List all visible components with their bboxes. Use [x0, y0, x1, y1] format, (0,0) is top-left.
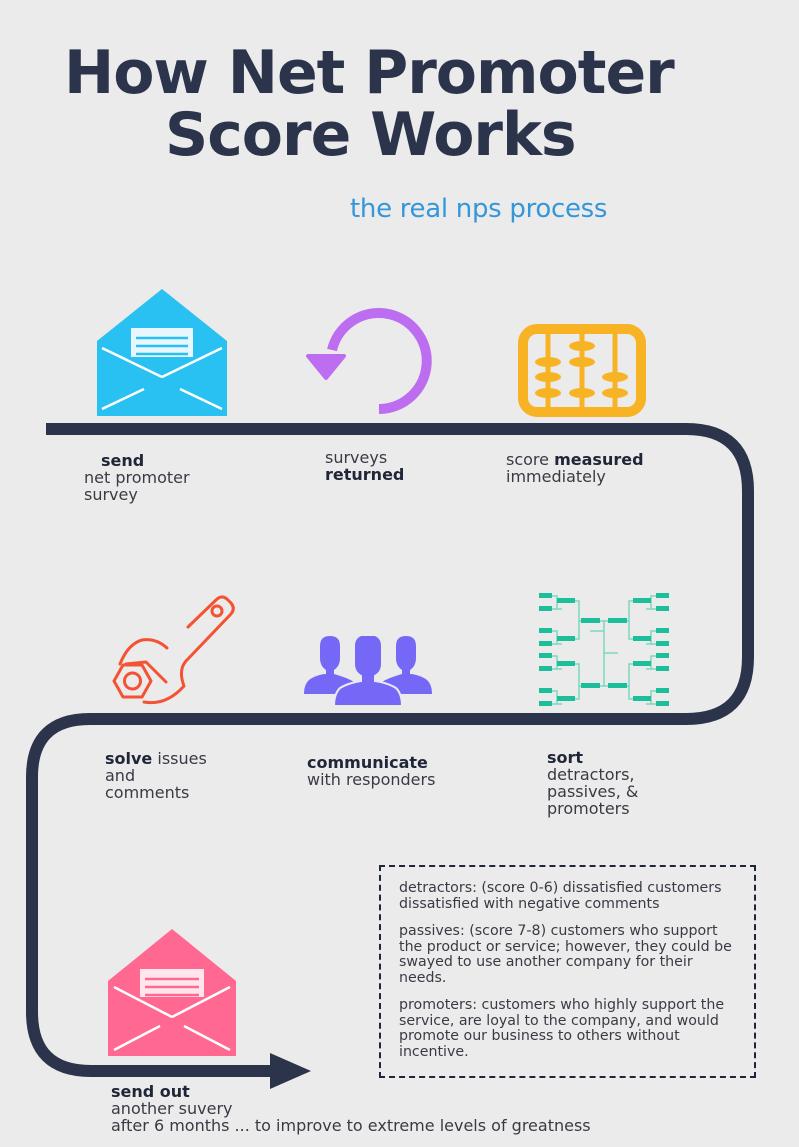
step-sort-text-2: passives, & — [547, 782, 639, 801]
wrench-nut-icon — [112, 595, 235, 705]
step-communicate-text: with responders — [307, 770, 436, 789]
legend-passives: passives: (score 7-8) customers who supp… — [399, 923, 732, 986]
page-subtitle: the real nps process — [350, 194, 608, 224]
step-send-out-bold: send out — [111, 1082, 190, 1101]
step-communicate-label: communicate with responders — [307, 754, 435, 788]
abacus-icon — [518, 324, 646, 417]
envelope-icon — [97, 289, 227, 416]
step-send-bold: send — [101, 451, 145, 470]
page-title-line1: How Net Promoter — [64, 38, 675, 108]
bracket-tree-icon — [539, 593, 669, 706]
step-sort — [538, 591, 670, 707]
step-send-out-text-1: another suvery — [111, 1099, 233, 1118]
page-title-line2: Score Works — [165, 100, 577, 170]
step-communicate-bold: communicate — [307, 753, 428, 772]
people-group-icon — [304, 636, 432, 706]
step-solve-label: solve issues and comments — [105, 750, 207, 801]
arrow-head-icon — [270, 1053, 311, 1089]
step-send-out — [108, 929, 236, 1056]
step-returned-label: surveys returned — [325, 449, 404, 483]
step-send-text-1: net promoter — [84, 468, 190, 487]
step-surveys-returned — [306, 298, 436, 418]
step-send-text-2: survey — [84, 485, 138, 504]
step-solve-text-1: and — [105, 766, 136, 785]
step-send-out-text-2: after 6 months ... to improve to extreme… — [111, 1116, 591, 1135]
step-solve-text: issues — [157, 749, 207, 768]
step-returned-bold: returned — [325, 465, 405, 484]
envelope-icon — [108, 929, 236, 1056]
step-measured-text-2: immediately — [506, 467, 606, 486]
step-solve-bold: solve — [105, 749, 153, 768]
step-score-measured — [518, 324, 646, 417]
legend-detractors: detractors: (score 0-6) dissatisfied cus… — [399, 880, 722, 912]
step-send-survey — [97, 289, 227, 416]
step-communicate — [304, 636, 432, 706]
step-solve-text-2: comments — [105, 783, 190, 802]
step-sort-label: sort detractors, passives, & promoters — [547, 749, 638, 817]
step-sort-text-1: detractors, — [547, 765, 635, 784]
circular-arrow-icon — [306, 308, 432, 414]
step-send-label: send net promoter survey — [84, 451, 190, 503]
step-measured-label: score measured immediately — [506, 451, 644, 485]
step-sort-bold: sort — [547, 748, 584, 767]
legend-box: detractors: (score 0-6) dissatisfied cus… — [379, 865, 756, 1078]
legend-promoters: promoters: customers who highly support … — [399, 997, 725, 1060]
step-measured-bold: measured — [554, 450, 644, 469]
step-solve — [106, 594, 236, 706]
step-send-out-label: send out another suvery after 6 months .… — [111, 1083, 591, 1134]
step-measured-text: score — [506, 450, 549, 469]
step-sort-text-3: promoters — [547, 799, 630, 818]
step-returned-text: surveys — [325, 448, 388, 467]
